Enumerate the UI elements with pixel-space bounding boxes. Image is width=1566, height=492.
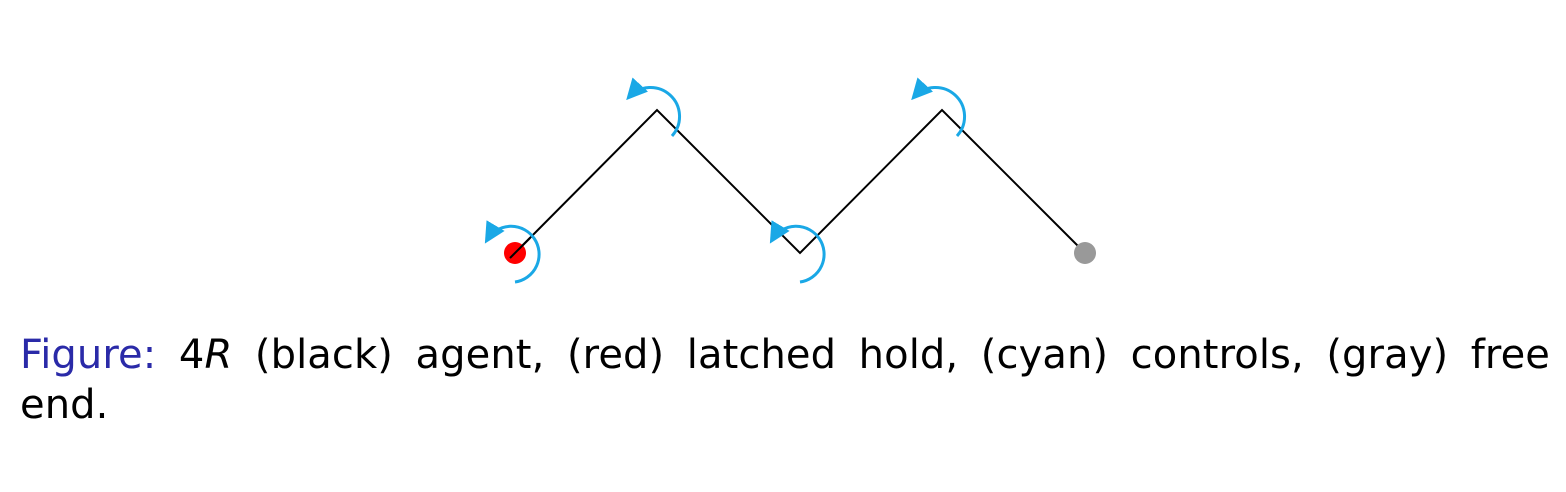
agent-link-base bbox=[509, 237, 531, 259]
rotation-arrow-icon bbox=[484, 220, 541, 284]
robot-arm-diagram bbox=[484, 77, 1096, 284]
joint-control-4 bbox=[911, 77, 967, 138]
figure-caption: Figure: 4R (black) agent, (red) latched … bbox=[20, 330, 1550, 430]
joint-control-3 bbox=[769, 220, 826, 284]
caption-label: Figure: bbox=[20, 332, 157, 378]
caption-text: (black) agent, (red) latched hold, (cyan… bbox=[20, 332, 1550, 428]
agent-links bbox=[514, 108, 1086, 255]
joint-control-1 bbox=[484, 220, 541, 284]
rotation-arrow-icon bbox=[769, 220, 826, 284]
joint-control-2 bbox=[626, 77, 682, 138]
caption-number: 4 bbox=[178, 332, 205, 378]
free-end-icon bbox=[1074, 242, 1096, 264]
rotation-arrow-icon bbox=[911, 77, 967, 138]
caption-symbol: R bbox=[204, 332, 233, 378]
rotation-arrow-icon bbox=[626, 77, 682, 138]
